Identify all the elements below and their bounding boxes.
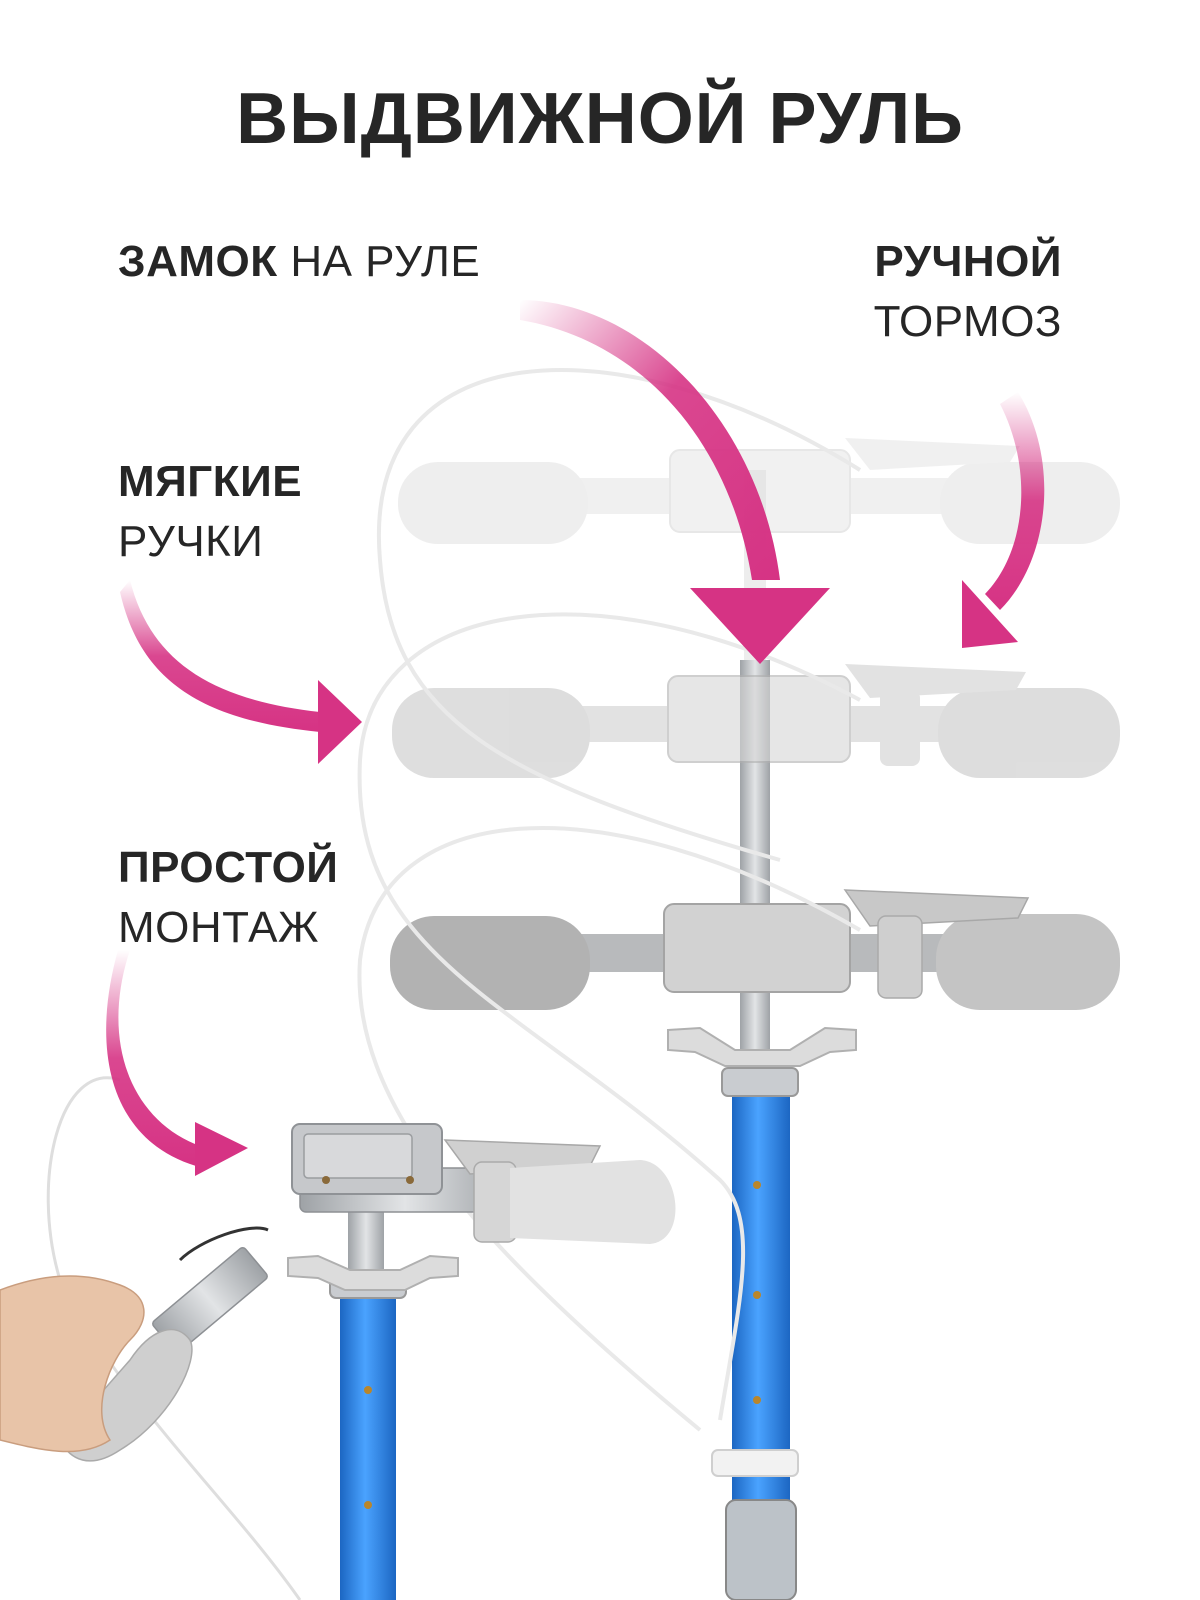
callout-brake: РУЧНОЙ ТОРМОЗ — [874, 232, 1062, 352]
callout-lock: ЗАМОК НА РУЛЕ — [118, 232, 480, 292]
arrow-grips — [120, 580, 362, 764]
callout-grips: МЯГКИЕ РУЧКИ — [118, 452, 302, 572]
arrow-mount — [106, 950, 248, 1176]
handlebar-middle — [392, 664, 1120, 778]
callout-mount-light: МОНТАЖ — [118, 903, 320, 952]
callout-mount-bold: ПРОСТОЙ — [118, 843, 339, 892]
callout-lock-light: НА РУЛЕ — [290, 237, 481, 286]
callout-grips-bold: МЯГКИЕ — [118, 457, 303, 506]
handlebar-bottom — [390, 889, 1120, 1010]
callout-brake-light: ТОРМОЗ — [873, 297, 1062, 346]
arrow-lock — [520, 300, 830, 664]
left-stem — [59, 1123, 676, 1600]
callout-brake-bold: РУЧНОЙ — [874, 237, 1062, 286]
callout-mount: ПРОСТОЙ МОНТАЖ — [118, 838, 338, 958]
page-title: ВЫДВИЖНОЙ РУЛЬ — [236, 79, 964, 159]
hand — [0, 1275, 145, 1453]
right-clamp — [667, 1026, 857, 1067]
callout-lock-bold: ЗАМОК — [118, 237, 278, 286]
arrow-brake — [962, 392, 1045, 648]
callout-grips-light: РУЧКИ — [118, 517, 264, 566]
right-stem — [711, 470, 799, 1600]
